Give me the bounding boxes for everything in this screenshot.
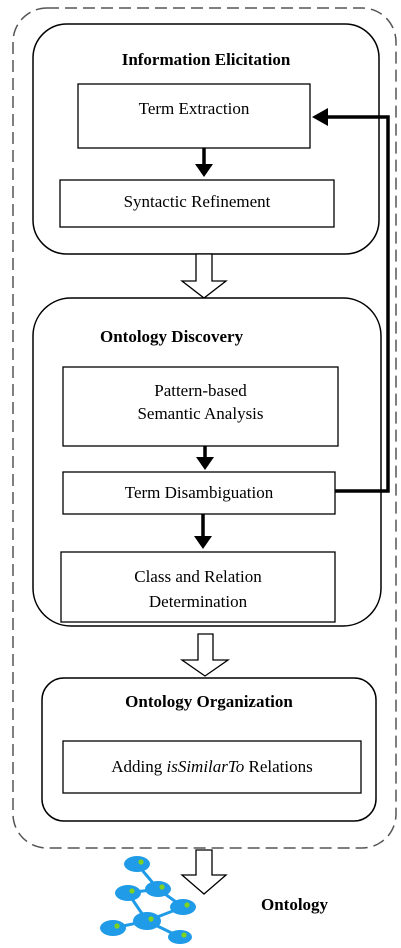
pattern-based-box bbox=[62, 366, 339, 447]
term-extraction-box bbox=[77, 83, 311, 149]
ontology-output-label: Ontology bbox=[261, 895, 329, 914]
hollow-arrow-stage1-to-stage2 bbox=[180, 253, 228, 299]
hollow-arrow-stage2-to-stage3 bbox=[179, 633, 231, 677]
step-issimilarto: isSimilarTo bbox=[166, 757, 245, 776]
outer-dashed-boundary bbox=[12, 7, 397, 849]
term-disambiguation-box bbox=[62, 471, 336, 515]
stage-title-ontology-discovery: Ontology Discovery bbox=[100, 327, 244, 346]
step-term-extraction: Term Extraction bbox=[138, 99, 250, 118]
class-relation-box bbox=[60, 551, 336, 623]
step-relations-suffix: Relations bbox=[244, 757, 313, 776]
step-class-and-relation: Class and Relation bbox=[134, 567, 262, 586]
step-adding-relations: Adding isSimilarTo Relations bbox=[63, 757, 361, 777]
adding-relations-box bbox=[62, 740, 362, 794]
step-determination: Determination bbox=[148, 592, 248, 611]
syntactic-refinement-box bbox=[59, 179, 335, 228]
step-pattern-based: Pattern-based bbox=[154, 381, 247, 400]
stage-title-ontology-organization: Ontology Organization bbox=[125, 692, 293, 711]
molecule-network-icon bbox=[100, 856, 196, 944]
feedback-loop-arrow bbox=[326, 115, 390, 493]
step-semantic-analysis: Semantic Analysis bbox=[137, 404, 264, 423]
step-syntactic-refinement: Syntactic Refinement bbox=[123, 192, 271, 211]
stage-title-information-elicitation: Information Elicitation bbox=[121, 50, 291, 69]
step-term-disambiguation: Term Disambiguation bbox=[124, 483, 274, 502]
hollow-arrow-to-ontology bbox=[180, 849, 228, 895]
step-adding-prefix: Adding bbox=[111, 757, 167, 776]
